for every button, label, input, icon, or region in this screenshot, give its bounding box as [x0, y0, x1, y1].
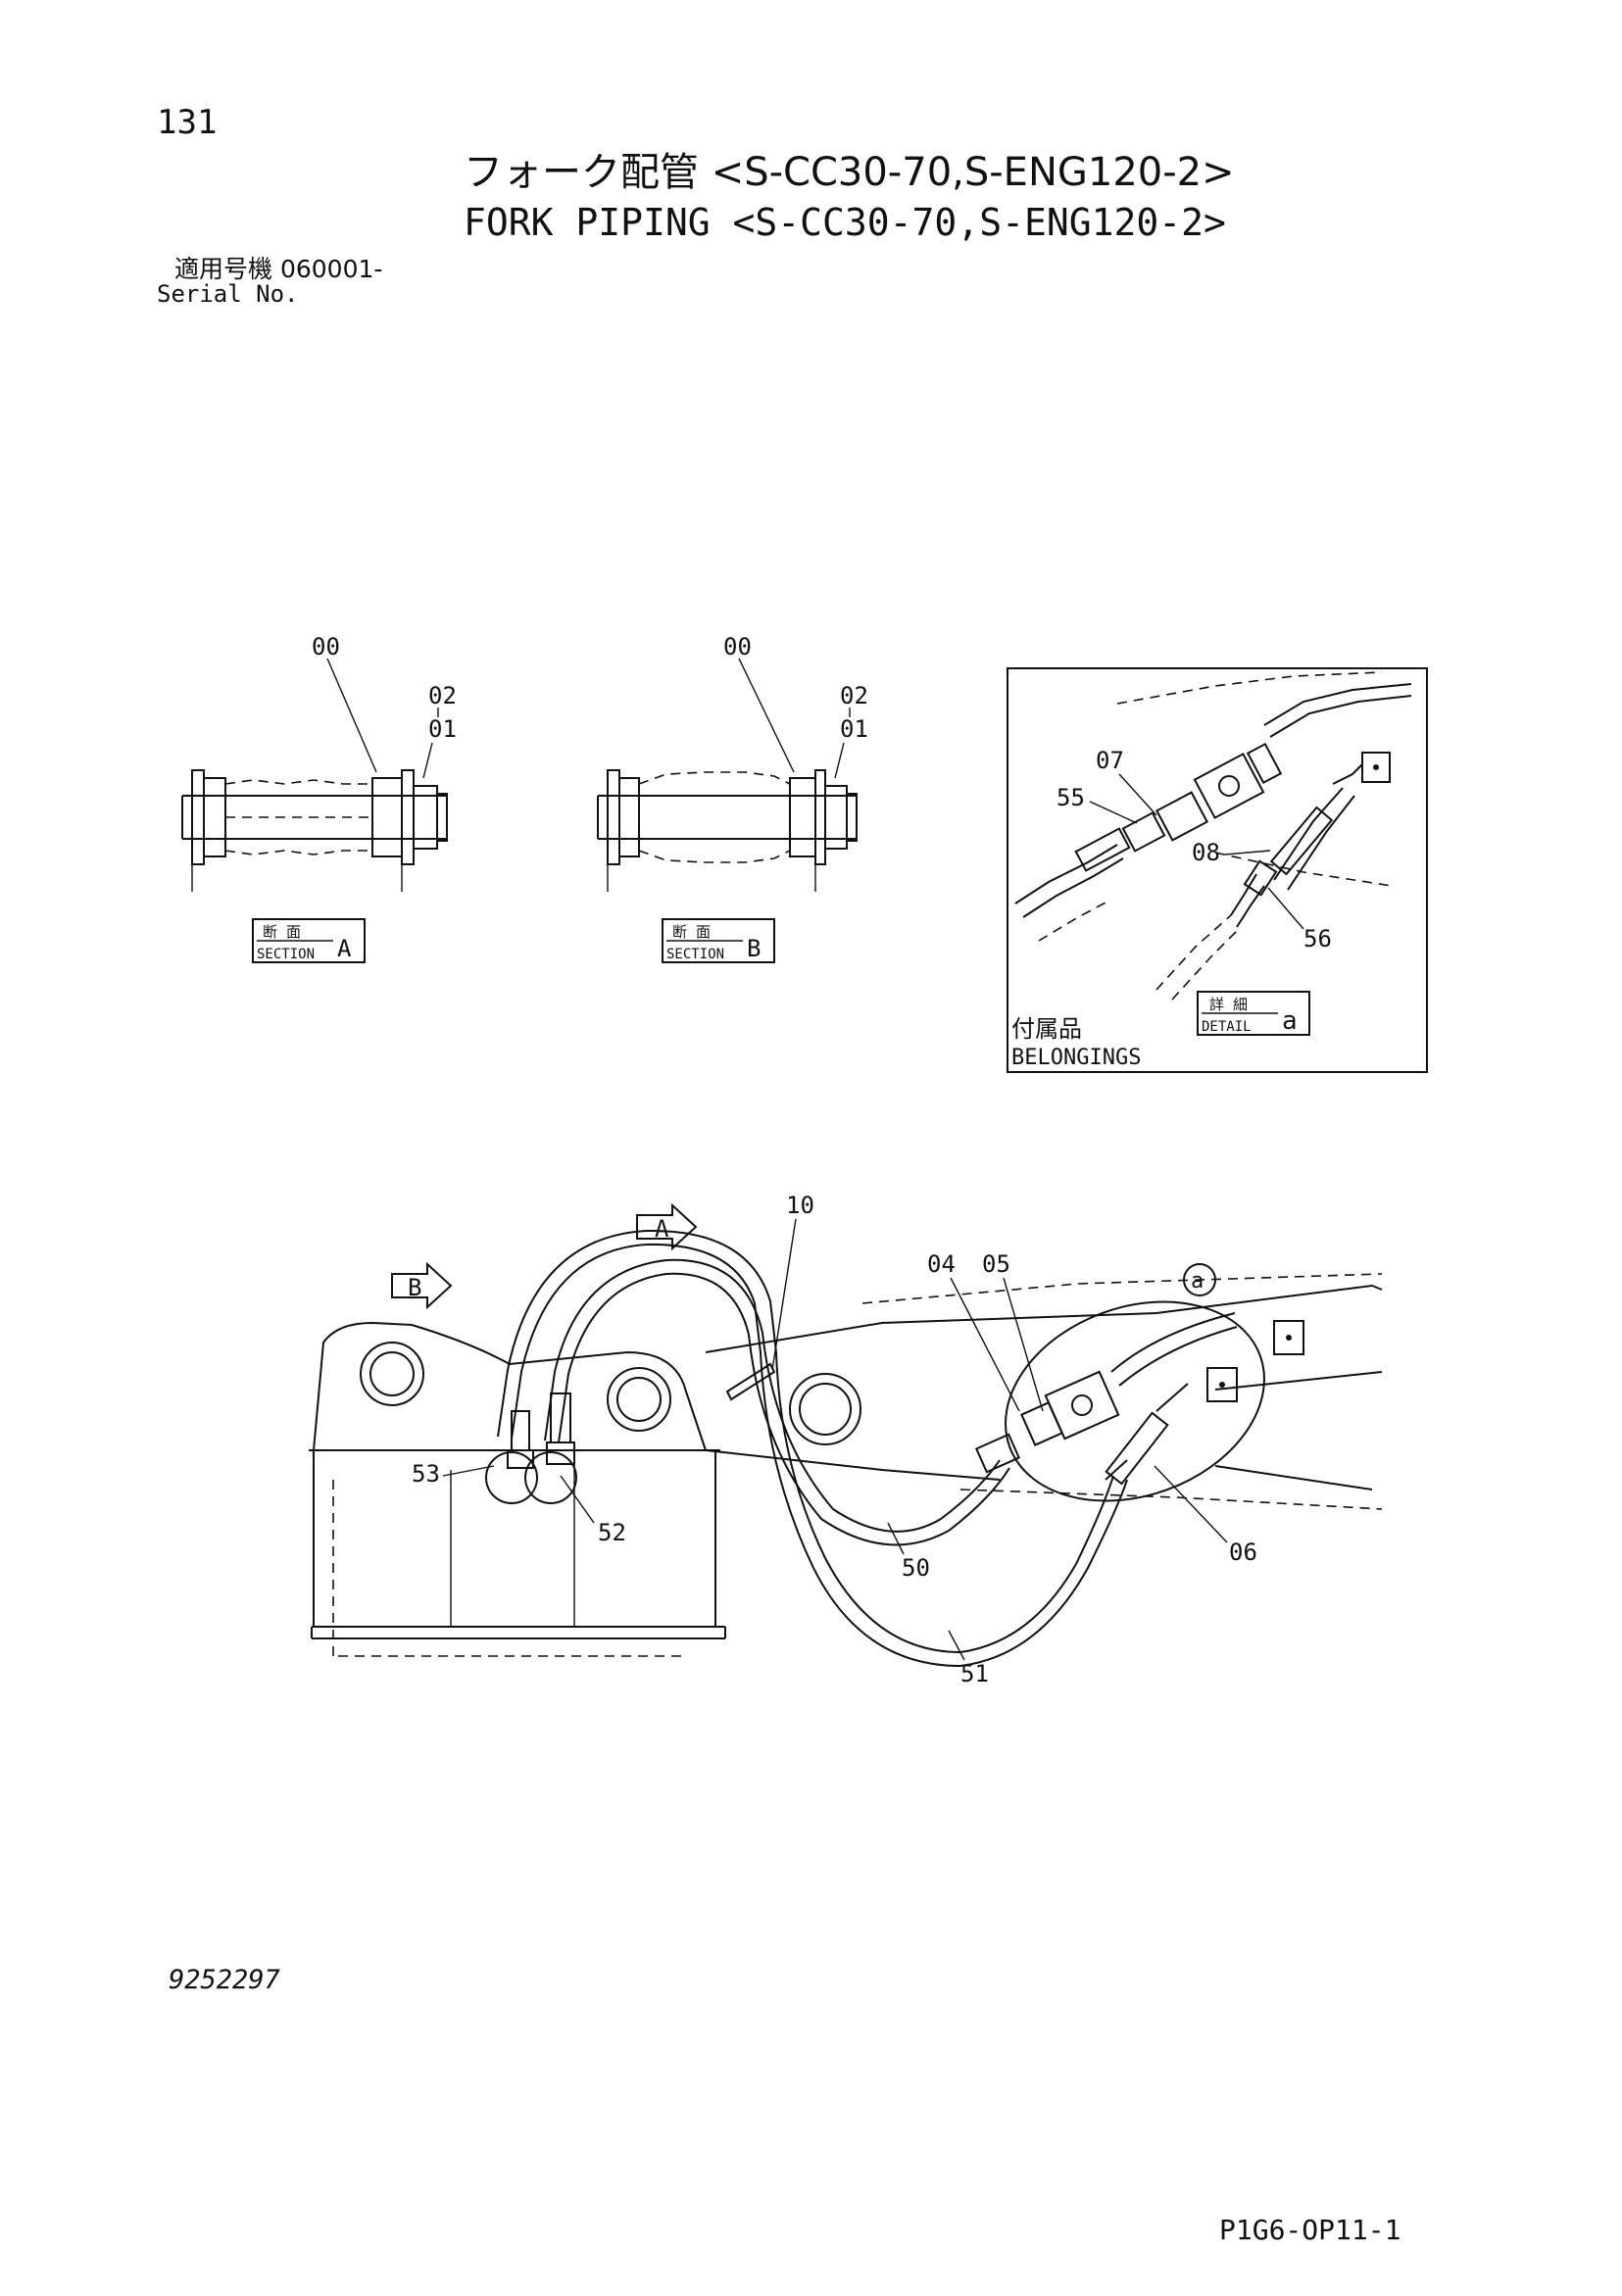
callout-50: 50 [902, 1554, 930, 1582]
callout-52: 52 [598, 1519, 626, 1546]
detail-a-tag-jp: 詳 細 [1209, 996, 1248, 1013]
callout-01: 01 [428, 715, 457, 743]
callout-51: 51 [960, 1660, 989, 1687]
page-code: P1G6-OP11-1 [1219, 2214, 1401, 2246]
callout-53: 53 [412, 1460, 440, 1488]
view-arrow-b-label: B [408, 1274, 421, 1301]
section-a-view: 00 02 01 断 面 SECTION A [181, 633, 457, 963]
document-number: 9252297 [169, 1965, 280, 1995]
serial-label-english: Serial No. [157, 280, 299, 308]
callout-56: 56 [1303, 925, 1332, 953]
section-b-tag-en: SECTION [666, 947, 724, 962]
callout-01: 01 [840, 715, 868, 743]
view-arrow-b [391, 1261, 453, 1310]
detail-circle-label: a [1191, 1269, 1204, 1294]
detail-a-tag-en: DETAIL [1202, 1019, 1252, 1035]
callout-00: 00 [723, 633, 752, 660]
callout-08: 08 [1192, 839, 1220, 866]
callout-00: 00 [312, 633, 340, 660]
belongings-label-jp: 付属品 [1011, 1015, 1082, 1043]
callout-07: 07 [1096, 747, 1124, 774]
detail-a-view: 07 55 08 56 詳 細 DETAIL a 付属品 BELONGINGS [1007, 667, 1428, 1073]
section-a-tag-jp: 断 面 [263, 923, 301, 941]
callout-02: 02 [840, 682, 868, 709]
section-b-tag-jp: 断 面 [672, 923, 711, 941]
belongings-label-en: BELONGINGS [1011, 1046, 1141, 1070]
section-b-tag-letter: B [747, 935, 761, 962]
section-a-tag-en: SECTION [257, 947, 315, 962]
main-view: A B [309, 1192, 1383, 1687]
section-b-view: 00 02 01 断 面 SECTION B [597, 633, 868, 963]
page-number: 131 [157, 103, 218, 142]
section-a-tag-letter: A [337, 935, 352, 962]
callout-10: 10 [786, 1192, 814, 1219]
callout-55: 55 [1057, 784, 1085, 811]
callout-04: 04 [927, 1250, 956, 1278]
serial-label-japanese: 適用号機 060001- [174, 255, 383, 283]
callout-02: 02 [428, 682, 457, 709]
detail-a-tag-letter: a [1282, 1006, 1298, 1036]
view-arrow-a-label: A [655, 1215, 669, 1243]
page-title-japanese: フォーク配管 <S-CC30-70,S-ENG120-2> [464, 150, 1235, 195]
callout-06: 06 [1229, 1539, 1257, 1566]
page-title-english: FORK PIPING <S-CC30-70,S-ENG120-2> [464, 201, 1226, 244]
view-arrow-a [636, 1202, 698, 1251]
callout-05: 05 [982, 1250, 1010, 1278]
